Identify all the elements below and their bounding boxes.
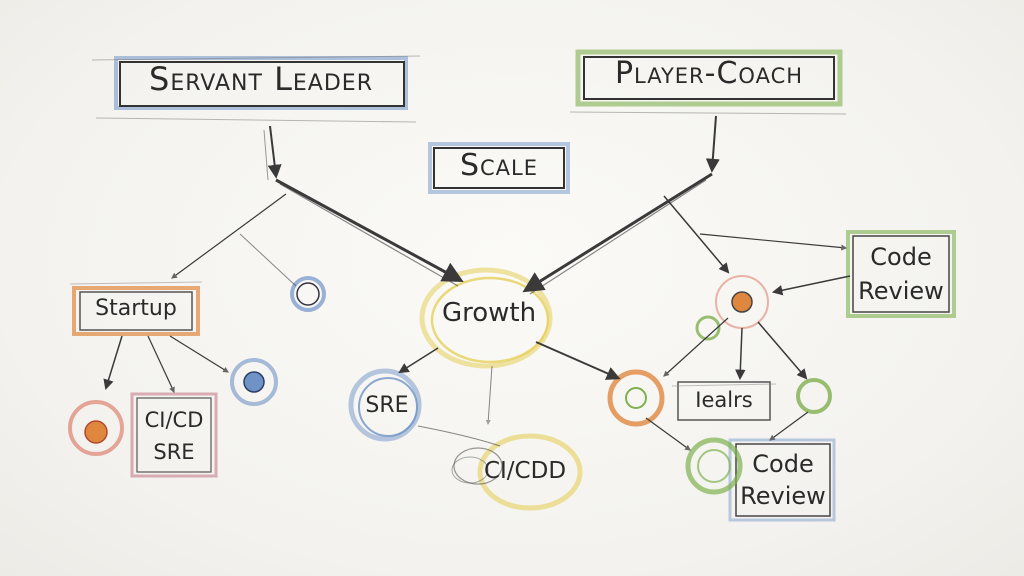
node-code-review-bottom-line1: Code xyxy=(752,450,814,478)
node-startup: Startup xyxy=(95,296,177,321)
node-ieals: Iealrs xyxy=(695,388,753,412)
circle-green-right xyxy=(796,378,832,414)
node-cicd-sre-line1: CI/CD xyxy=(144,408,204,432)
circle-orange xyxy=(607,369,665,427)
circle-green-bottom xyxy=(685,437,743,495)
node-cicdd: CI/CDD xyxy=(483,458,567,484)
circle-cicdd xyxy=(451,433,583,511)
circle-sre xyxy=(348,368,422,442)
node-cicd-sre-line2: SRE xyxy=(153,440,195,464)
node-scale: Scale xyxy=(459,148,539,183)
box-startup xyxy=(69,281,203,336)
box-ieals xyxy=(671,381,777,421)
box-player-coach xyxy=(569,49,847,115)
box-cicd-sre xyxy=(130,392,218,478)
node-code-review-top: Code Review xyxy=(856,240,946,308)
circle-startup-red xyxy=(68,400,124,456)
node-code-review-bottom-line2: Review xyxy=(740,482,826,510)
box-scale xyxy=(428,142,570,194)
node-servant-leader: Servant Leader xyxy=(149,60,373,98)
circle-startup-blue xyxy=(290,276,326,312)
node-code-review-bottom: Code Review xyxy=(738,448,828,512)
circle-growth xyxy=(419,267,553,369)
node-player-coach: Player-Coach xyxy=(614,56,804,91)
circle-small-green xyxy=(695,315,721,341)
node-code-review-top-line2: Review xyxy=(858,277,944,305)
node-growth: Growth xyxy=(441,298,537,328)
circle-top-right xyxy=(715,275,769,329)
node-code-review-top-line1: Code xyxy=(870,243,932,271)
box-servant-leader xyxy=(91,55,421,123)
box-code-review-top xyxy=(846,230,956,318)
circle-startup-navy xyxy=(230,358,278,406)
node-cicd-sre: CI/CD SRE xyxy=(138,404,210,468)
diagram-arrows xyxy=(103,115,851,451)
node-sre: SRE xyxy=(365,393,409,418)
